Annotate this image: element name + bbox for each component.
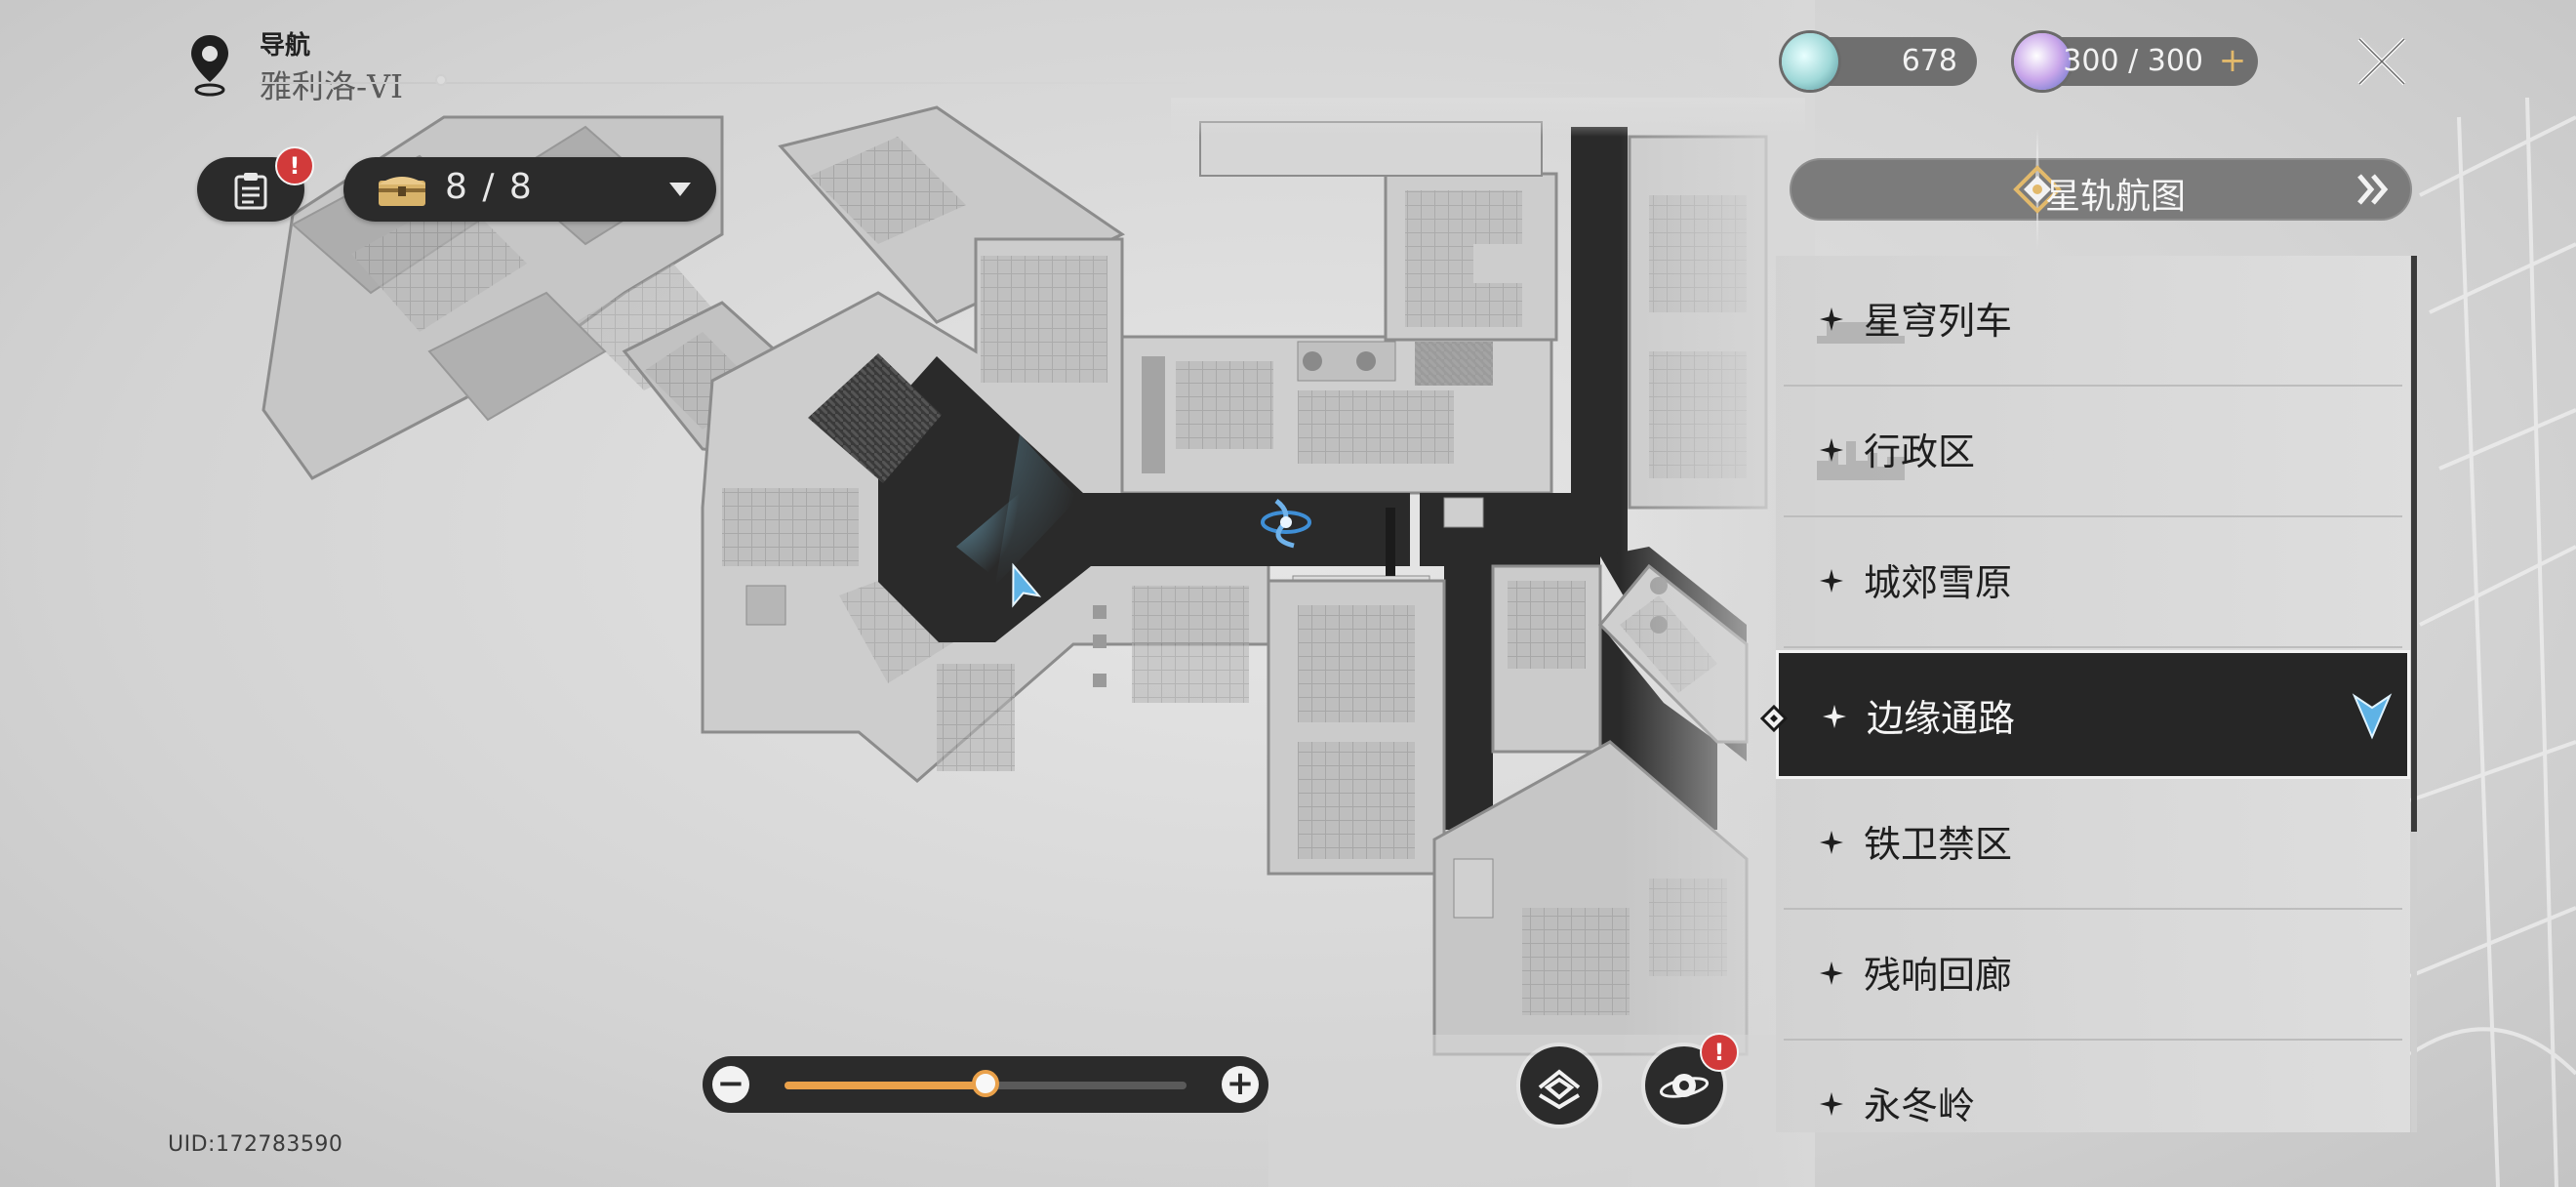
region-item[interactable]: 星穹列车 (1776, 256, 2410, 387)
upper-buildings (1120, 121, 1558, 495)
trailblaze-power-amount: 300 / 300 (2063, 44, 2203, 78)
region-item-label: 残响回廊 (1864, 954, 2013, 997)
zoom-slider-handle[interactable] (972, 1070, 999, 1097)
region-divider (1784, 908, 2402, 910)
mission-alert-badge: ! (275, 146, 314, 185)
star-bullet-icon (1820, 831, 1843, 854)
treasure-chest-dropdown[interactable]: 8 / 8 (343, 157, 716, 222)
region-item-label: 永冬岭 (1864, 1085, 1976, 1127)
region-item-label: 城郊雪原 (1864, 561, 2013, 604)
layers-icon (1538, 1069, 1581, 1110)
star-bullet-icon (1820, 1092, 1843, 1116)
star-bullet-icon (1820, 569, 1843, 593)
region-list[interactable]: 星穹列车行政区城郊雪原边缘通路铁卫禁区残响回廊永冬岭 (1776, 256, 2410, 1132)
region-item-label: 星穹列车 (1864, 300, 2013, 343)
stellar-jade-amount: 678 (1901, 44, 1957, 78)
zoom-in-button[interactable]: + (1222, 1066, 1259, 1103)
region-item-label: 铁卫禁区 (1864, 823, 2013, 866)
map-filter-button[interactable] (1520, 1046, 1598, 1125)
user-id: UID:172783590 (168, 1132, 343, 1157)
zoom-out-button[interactable]: − (712, 1066, 749, 1103)
region-item[interactable]: 残响回廊 (1776, 910, 2410, 1041)
region-divider (1784, 515, 2402, 517)
region-divider (1784, 646, 2402, 648)
region-item[interactable]: 行政区 (1776, 387, 2410, 517)
zoom-control: − + (703, 1056, 1268, 1113)
mission-log-button[interactable] (197, 157, 304, 222)
page-title: 导航 (260, 31, 311, 61)
region-item[interactable]: 城郊雪原 (1776, 517, 2410, 648)
zoom-slider[interactable] (785, 1070, 1187, 1097)
trailblaze-power-counter: 300 / 300 + (2014, 33, 2258, 90)
treasure-chest-count: 8 / 8 (445, 167, 534, 207)
stellar-jade-icon (1782, 33, 1838, 90)
region-item-label: 边缘通路 (1867, 697, 2016, 740)
star-bullet-icon (1823, 705, 1846, 728)
header-divider (260, 82, 1870, 84)
region-item-label: 行政区 (1864, 430, 1976, 473)
city-skyline-icon (1817, 441, 1905, 480)
region-divider (1784, 385, 2402, 387)
current-location-icon (2352, 693, 2393, 740)
clipboard-icon (234, 173, 267, 210)
add-trailblaze-power-button[interactable]: + (2218, 41, 2247, 80)
treasure-chest-icon (379, 177, 425, 206)
region-item[interactable]: 铁卫禁区 (1776, 779, 2410, 910)
guide-alert-badge: ! (1700, 1033, 1739, 1072)
world-name: 雅利洛-VI (260, 67, 404, 105)
zoom-slider-fill (785, 1082, 986, 1089)
close-icon[interactable] (2354, 33, 2410, 90)
double-chevron-right-icon (2357, 174, 2389, 205)
selection-pointer-icon (1760, 704, 1789, 733)
star-bullet-icon (1820, 438, 1843, 462)
region-item[interactable]: 永冬岭 (1776, 1041, 2410, 1132)
star-compass-icon (2013, 129, 2062, 250)
region-item[interactable]: 边缘通路 (1776, 650, 2410, 779)
planet-icon (1659, 1074, 1710, 1098)
train-silhouette-icon (1817, 322, 1905, 344)
location-pin-icon (191, 35, 228, 97)
background-city-lines (2408, 97, 2576, 1187)
star-bullet-icon (1820, 307, 1843, 331)
trailblaze-power-icon (2014, 33, 2071, 90)
chevron-down-icon (669, 183, 691, 196)
star-rail-map-button[interactable]: 星轨航图 (1790, 129, 2412, 250)
header-divider-dot (435, 74, 447, 86)
space-anchor-marker[interactable] (1261, 499, 1311, 549)
stellar-jade-counter: 678 (1782, 33, 1977, 90)
player-arrow-icon (1012, 562, 1042, 608)
region-list-scroll-thumb[interactable] (2411, 256, 2417, 832)
region-divider (1784, 1039, 2402, 1041)
star-rail-map-label: 星轨航图 (2045, 177, 2187, 217)
star-bullet-icon (1820, 962, 1843, 985)
